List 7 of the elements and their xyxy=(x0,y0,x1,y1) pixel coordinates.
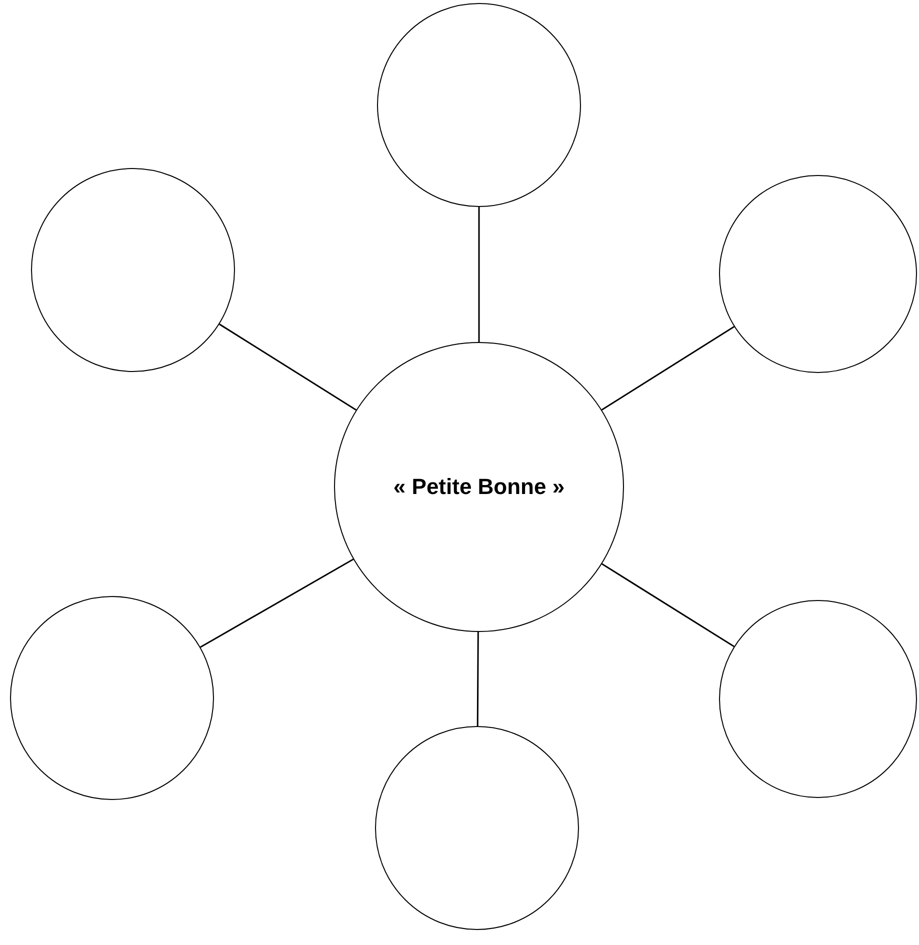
node-label: « Petite Bonne » xyxy=(393,474,565,500)
connector-line xyxy=(478,207,480,342)
connector-line xyxy=(200,558,354,648)
connector-line xyxy=(476,632,479,726)
connector-line xyxy=(219,324,357,411)
connector-line xyxy=(602,563,734,648)
connector-line xyxy=(601,326,735,410)
